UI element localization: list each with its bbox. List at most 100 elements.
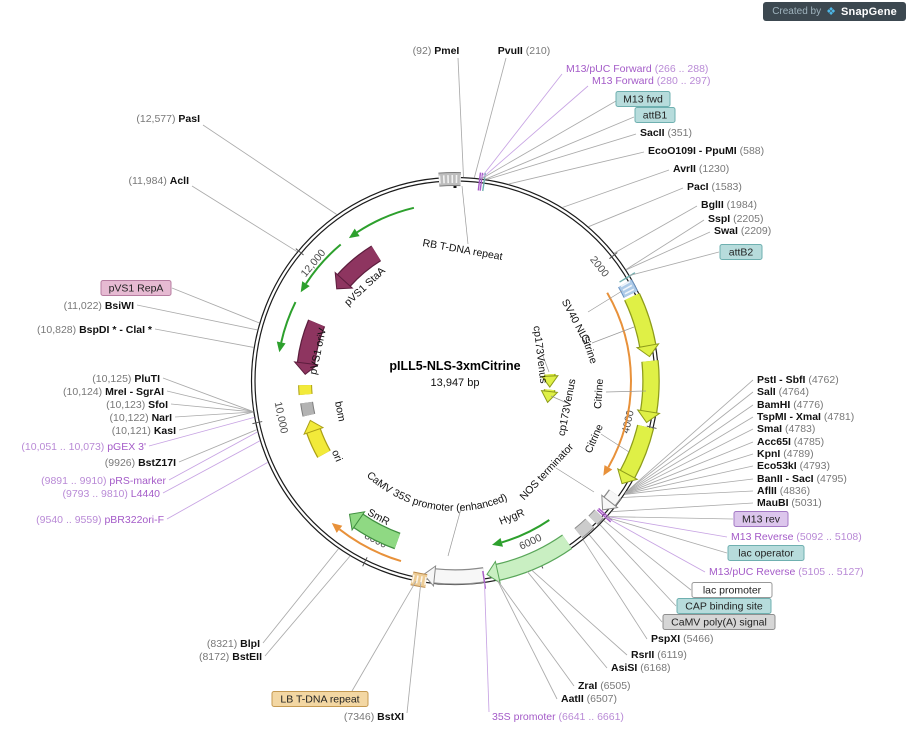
- scale-tick: [252, 421, 263, 425]
- enzyme-label-pvuii: PvuII (210): [498, 45, 551, 57]
- feature-pvs1-oriv: [293, 319, 326, 375]
- leader-sacii: [486, 133, 637, 180]
- orf-arc-4: [300, 243, 342, 293]
- plasmid-name: pILL5-NLS-3xmCitrine: [389, 359, 520, 373]
- scale-tick: [362, 557, 368, 567]
- svg-text:M13 fwd: M13 fwd: [623, 94, 663, 106]
- leader-bsteii: [264, 555, 351, 657]
- leader-prs-marker: [168, 431, 258, 481]
- enzyme-label-pspxi: PspXI (5466): [651, 633, 713, 645]
- svg-text:LB T-DNA repeat: LB T-DNA repeat: [280, 694, 359, 706]
- enzyme-label-eco53ki: Eco53kI (4793): [757, 460, 830, 472]
- leader-sspi: [625, 219, 705, 270]
- feature-camv-35s-promoter-enhanced: [422, 564, 486, 588]
- enzyme-label-mrei-sgrai: (10,124) MreI - SgrAI: [63, 386, 164, 398]
- enzyme-label-ecoo109i-ppumi: EcoO109I - PpuMI (588): [648, 145, 764, 157]
- svg-text:attB1: attB1: [643, 110, 668, 122]
- feature-pvs1-staa: [334, 245, 382, 290]
- watermark-brand: SnapGene: [840, 5, 897, 18]
- enzyme-label-avrii: AvrII (1230): [673, 163, 729, 175]
- leader-lb-t-dna-repeat: [351, 580, 417, 692]
- feature-tag-lac-promoter: lac promoter: [691, 582, 773, 598]
- pointer-line-0: [461, 185, 469, 245]
- enzyme-label-blpi: (8321) BlpI: [207, 638, 260, 650]
- feature-tag-cap-binding-site: CAP binding site: [676, 598, 772, 614]
- leader-bglii: [613, 205, 698, 254]
- enzyme-label-aatii: AatII (6507): [561, 693, 617, 705]
- leader-lac-operator: [606, 516, 728, 554]
- leader-kpni: [624, 453, 754, 495]
- primer-label-m13-forward: M13 Forward (280 .. 297): [592, 75, 710, 87]
- orf-arc-3: [348, 206, 415, 239]
- leader-acli: [191, 185, 298, 253]
- leader-cap-binding-site: [599, 524, 677, 607]
- enzyme-label-aflii: AflII (4836): [757, 485, 810, 497]
- leader-paci: [588, 187, 684, 228]
- leader-camv-poly-a-signal: [588, 534, 663, 623]
- scale-tick: [295, 248, 304, 256]
- leader-zrai: [497, 580, 575, 687]
- feature-rep-origin-block: [298, 384, 313, 396]
- leader-avrii: [562, 169, 670, 208]
- leader-pspxi: [582, 539, 648, 640]
- pointer-line-4: [591, 326, 635, 344]
- feature-smr: [348, 511, 401, 550]
- feature-tag-m13-fwd: M13 fwd: [615, 91, 671, 107]
- leader-m13-reverse: [607, 516, 728, 538]
- enzyme-label-bstxi: (7346) BstXI: [344, 711, 404, 723]
- svg-text:CaMV poly(A) signal: CaMV poly(A) signal: [671, 617, 767, 629]
- feature-citrine-3: [616, 424, 655, 485]
- site-mark-5: [596, 509, 612, 523]
- scale-tick: [609, 252, 618, 260]
- feature-label-hygr: HygR: [497, 507, 526, 528]
- svg-text:lac operator: lac operator: [738, 548, 794, 560]
- enzyme-label-bsteii: (8172) BstEII: [199, 651, 262, 663]
- leader-pvuii: [473, 57, 507, 179]
- feature-rb-t-dna-repeat: [438, 172, 461, 187]
- leader-sali: [625, 391, 754, 493]
- enzyme-label-bstz17i: (9926) BstZ17I: [105, 457, 176, 469]
- svg-text:CAP binding site: CAP binding site: [685, 601, 763, 613]
- leader-attb2: [629, 251, 720, 276]
- feature-lac-region: [588, 509, 604, 525]
- snapgene-watermark: Created by ❖ SnapGene: [763, 2, 906, 21]
- primer-label-35s-promoter: 35S promoter (6641 .. 6661): [492, 711, 624, 723]
- orf-arc-0: [603, 292, 632, 476]
- feature-camv-poly-a-signal: [574, 518, 595, 539]
- svg-text:attB2: attB2: [729, 247, 754, 259]
- feature-label-ori: ori: [329, 448, 345, 463]
- leader-tspmi-xmai: [625, 416, 754, 494]
- enzyme-label-pasi: (12,577) PasI: [136, 113, 200, 125]
- site-mark-0: [477, 172, 482, 191]
- feature-nos-terminator: [601, 489, 622, 511]
- leader-rsrii: [531, 569, 628, 656]
- leader-m13-forward: [481, 85, 589, 180]
- enzyme-label-zrai: ZraI (6505): [578, 680, 631, 692]
- primer-label-m13-reverse: M13 Reverse (5092 .. 5108): [731, 531, 862, 543]
- feature-label-bom: bom: [332, 400, 348, 423]
- svg-text:lac promoter: lac promoter: [703, 585, 762, 597]
- enzyme-label-asisi: AsiSI (6168): [611, 662, 671, 674]
- feature-tag-lb-t-dna-repeat: LB T-DNA repeat: [271, 691, 369, 707]
- orf-arc-1: [331, 523, 402, 563]
- enzyme-label-nari: (10,122) NarI: [110, 412, 173, 424]
- primer-label-m13-puc-reverse: M13/pUC Reverse (5105 .. 5127): [709, 566, 864, 578]
- leader-acc65i: [624, 441, 754, 494]
- feature-label-cp173venus: cp173Venus: [530, 325, 549, 384]
- leader-pvs1-repa: [171, 287, 260, 324]
- leader-blpi: [262, 548, 339, 644]
- leader-bamhi: [625, 404, 754, 494]
- feature-citrine-2: [636, 360, 661, 424]
- leader-m13-fwd: [481, 100, 617, 180]
- leader-asisi: [527, 571, 608, 669]
- enzyme-label-acli: (11,984) AclI: [128, 175, 189, 187]
- enzyme-label-sfoi: (10,123) SfoI: [106, 399, 168, 411]
- enzyme-label-banii-saci: BanII - SacI (4795): [757, 473, 847, 485]
- pointer-line-2: [542, 355, 550, 373]
- svg-text:M13 rev: M13 rev: [742, 514, 781, 526]
- scale-label-12000: 12,000: [299, 247, 329, 279]
- feature-label-camv-35s-promoter-enhanced: CaMV 35S promoter (enhanced): [364, 469, 509, 514]
- feature-tag-attb2: attB2: [719, 244, 763, 260]
